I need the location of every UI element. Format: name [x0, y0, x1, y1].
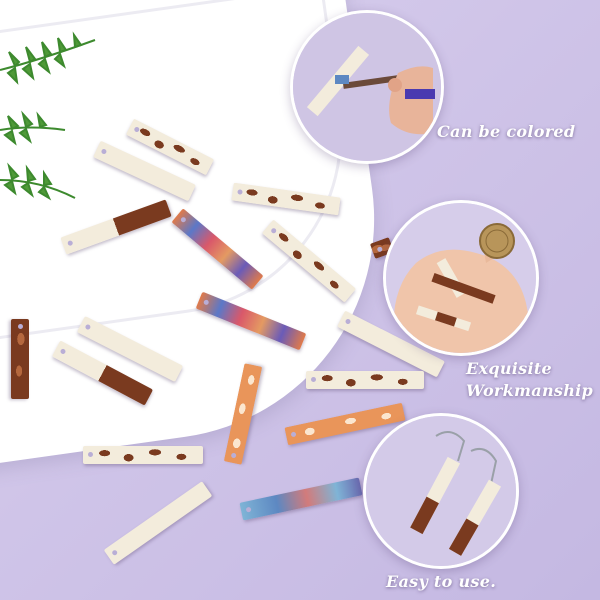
caption-exquisite-workmanship: Exquisite Workmanship — [466, 358, 593, 402]
inset-earrings — [363, 413, 519, 569]
painting-illustration — [293, 13, 441, 161]
pendant-leopard — [306, 371, 424, 389]
pendant-blue-marble — [239, 477, 363, 521]
caption-line-1: Exquisite — [466, 359, 552, 378]
caption-line-2: Workmanship — [466, 381, 593, 400]
hand-illustration — [386, 203, 536, 353]
fern-leaf-decoration — [0, 31, 96, 201]
pendant-brown-cream — [83, 446, 203, 464]
inset-hand-coin — [383, 200, 539, 356]
pendant-cream — [103, 481, 213, 565]
pendant-brown-vertical — [11, 319, 29, 399]
inset-painting — [290, 10, 444, 164]
caption-easy-to-use: Easy to use. — [386, 572, 497, 591]
earrings-illustration — [366, 416, 516, 566]
caption-can-be-colored: Can be colored — [437, 122, 576, 141]
